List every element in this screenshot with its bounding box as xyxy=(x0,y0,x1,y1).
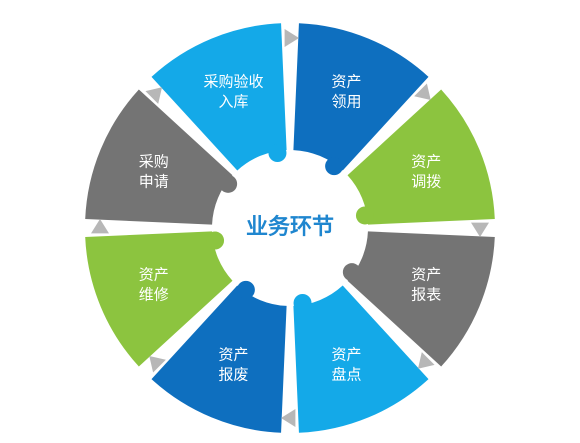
segment-7 xyxy=(85,89,233,225)
segment-label-line: 调拨 xyxy=(411,173,441,191)
flow-arrow-icon xyxy=(471,222,489,237)
center-title: 业务环节 xyxy=(246,215,334,240)
segment-2 xyxy=(347,89,495,225)
segment-8 xyxy=(151,23,287,171)
segment-label-6: 资产维修 xyxy=(139,265,169,303)
segment-label-2: 资产调拨 xyxy=(411,153,441,191)
segment-label-line: 资产 xyxy=(331,73,361,91)
segment-label-line: 资产 xyxy=(139,265,169,283)
segment-1 xyxy=(293,23,429,171)
flow-arrow-icon xyxy=(284,29,299,47)
flow-arrow-icon xyxy=(149,355,166,373)
segment-label-line: 维修 xyxy=(139,285,169,303)
flow-arrow-icon xyxy=(414,83,431,101)
segment-knob-8 xyxy=(268,144,287,163)
segment-label-line: 采购验收 xyxy=(204,73,264,91)
flow-arrow-icon xyxy=(417,352,435,369)
segment-6 xyxy=(85,231,233,367)
segment-label-line: 盘点 xyxy=(331,365,361,383)
segment-label-line: 资产 xyxy=(219,345,249,363)
segment-label-5: 资产报废 xyxy=(219,345,249,383)
segment-label-1: 资产领用 xyxy=(331,73,361,111)
segment-knob-3 xyxy=(342,263,361,282)
segment-label-line: 领用 xyxy=(331,93,361,111)
segment-knob-1 xyxy=(325,157,344,176)
segment-knob-4 xyxy=(293,293,312,312)
segment-knob-7 xyxy=(219,174,238,193)
segment-3 xyxy=(347,231,495,367)
segment-label-4: 资产盘点 xyxy=(331,345,361,383)
segment-label-line: 资产 xyxy=(411,265,441,283)
segment-label-line: 报表 xyxy=(411,285,441,303)
segment-label-line: 采购 xyxy=(139,153,169,171)
arrows-layer xyxy=(91,29,489,427)
segment-label-3: 资产报表 xyxy=(411,265,441,303)
segment-label-7: 采购申请 xyxy=(139,153,169,191)
flow-arrow-icon xyxy=(91,219,109,234)
flow-arrow-icon xyxy=(281,409,296,427)
segment-knob-2 xyxy=(355,206,374,225)
segment-label-line: 资产 xyxy=(331,345,361,363)
segment-knob-5 xyxy=(236,280,255,299)
segment-label-line: 入库 xyxy=(219,93,249,111)
segment-5 xyxy=(151,285,287,433)
segment-label-line: 申请 xyxy=(139,173,169,191)
flow-arrow-icon xyxy=(145,87,163,104)
segment-4 xyxy=(293,285,429,433)
segment-label-8: 采购验收入库 xyxy=(204,73,264,111)
segment-label-line: 报废 xyxy=(219,365,249,383)
segment-knob-6 xyxy=(206,231,225,250)
segment-label-line: 资产 xyxy=(411,153,441,171)
